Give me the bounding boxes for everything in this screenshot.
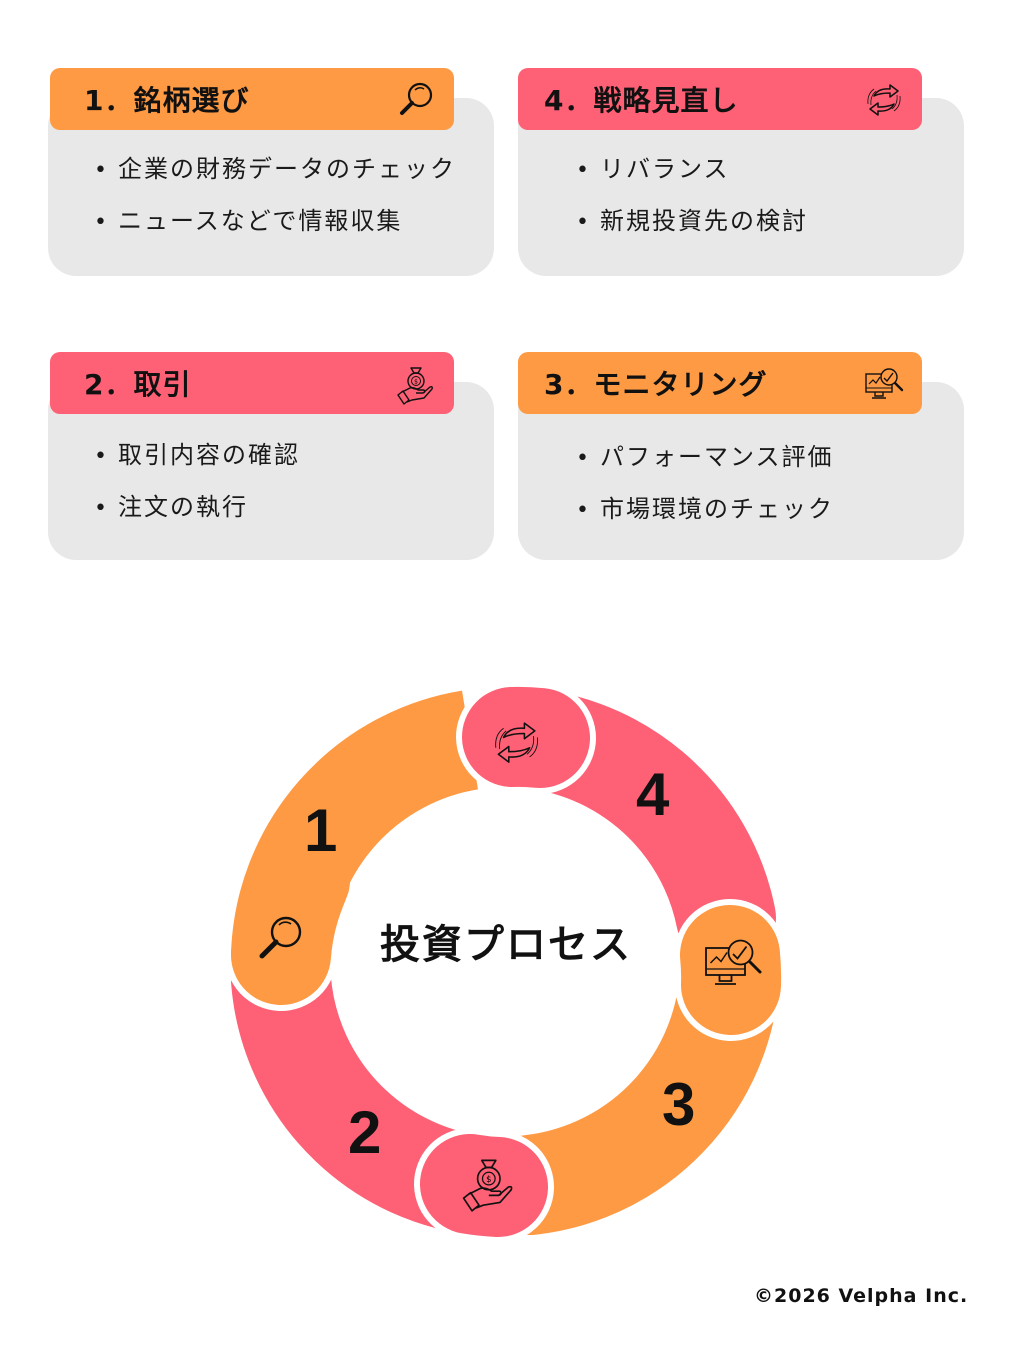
card-header: 4．戦略見直し — [518, 68, 922, 130]
bullet-item: 企業の財務データのチェック — [94, 144, 456, 196]
cycle-segment-1 — [225, 684, 526, 1011]
bullet-item: 取引内容の確認 — [94, 430, 300, 482]
monitor-analysis-icon — [705, 939, 762, 985]
card-bullets: 取引内容の確認 注文の執行 — [94, 430, 300, 534]
magnifier-icon — [259, 916, 302, 959]
card-bullets: パフォーマンス評価 市場環境のチェック — [576, 432, 834, 536]
card-header: 3．モニタリング — [518, 352, 922, 414]
card-title: 3．モニタリング — [544, 368, 768, 401]
step-card-3: 3．モニタリング パフォーマンス評価 市場環境のチェック — [518, 352, 964, 562]
card-title: 4．戦略見直し — [544, 84, 739, 117]
bullet-item: 市場環境のチェック — [576, 484, 834, 536]
card-bullets: リバランス 新規投資先の検討 — [576, 144, 808, 248]
monitor-analysis-icon — [865, 368, 904, 399]
bullet-item: 新規投資先の検討 — [576, 196, 808, 248]
card-header: 2．取引 $ — [50, 352, 454, 414]
card-bullets: 企業の財務データのチェック ニュースなどで情報収集 — [94, 144, 456, 248]
money-bag-hand-icon: $ — [462, 1159, 513, 1212]
step-card-1: 1．銘柄選び 企業の財務データのチェック ニュースなどで情報収集 — [48, 68, 494, 278]
cycle-number-2: 2 — [348, 1099, 382, 1166]
cycle-center-title: 投資プロセス — [380, 922, 632, 968]
bullet-item: リバランス — [576, 144, 808, 196]
bullet-item: 注文の執行 — [94, 482, 300, 534]
refresh-arrows-icon — [867, 84, 901, 116]
cycle-number-4: 4 — [636, 761, 670, 828]
cycle-number-1: 1 — [304, 797, 338, 864]
money-bag-hand-icon: $ — [397, 367, 433, 405]
svg-text:$: $ — [486, 1174, 491, 1184]
magnifier-icon — [400, 82, 433, 115]
step-card-4: 4．戦略見直し リバランス 新規投資先の検討 — [518, 68, 964, 278]
card-header: 1．銘柄選び — [50, 68, 454, 130]
refresh-arrows-icon — [495, 722, 539, 763]
cycle-number-3: 3 — [662, 1071, 696, 1138]
bullet-item: ニュースなどで情報収集 — [94, 196, 456, 248]
card-title: 1．銘柄選び — [84, 84, 250, 117]
bullet-item: パフォーマンス評価 — [576, 432, 834, 484]
step-card-2: 2．取引 $ 取引内容の確認 注文の執行 — [48, 352, 494, 562]
svg-text:$: $ — [414, 379, 418, 386]
card-title: 2．取引 — [84, 368, 192, 401]
copyright-footer: ©2026 Velpha Inc. — [754, 1285, 969, 1307]
